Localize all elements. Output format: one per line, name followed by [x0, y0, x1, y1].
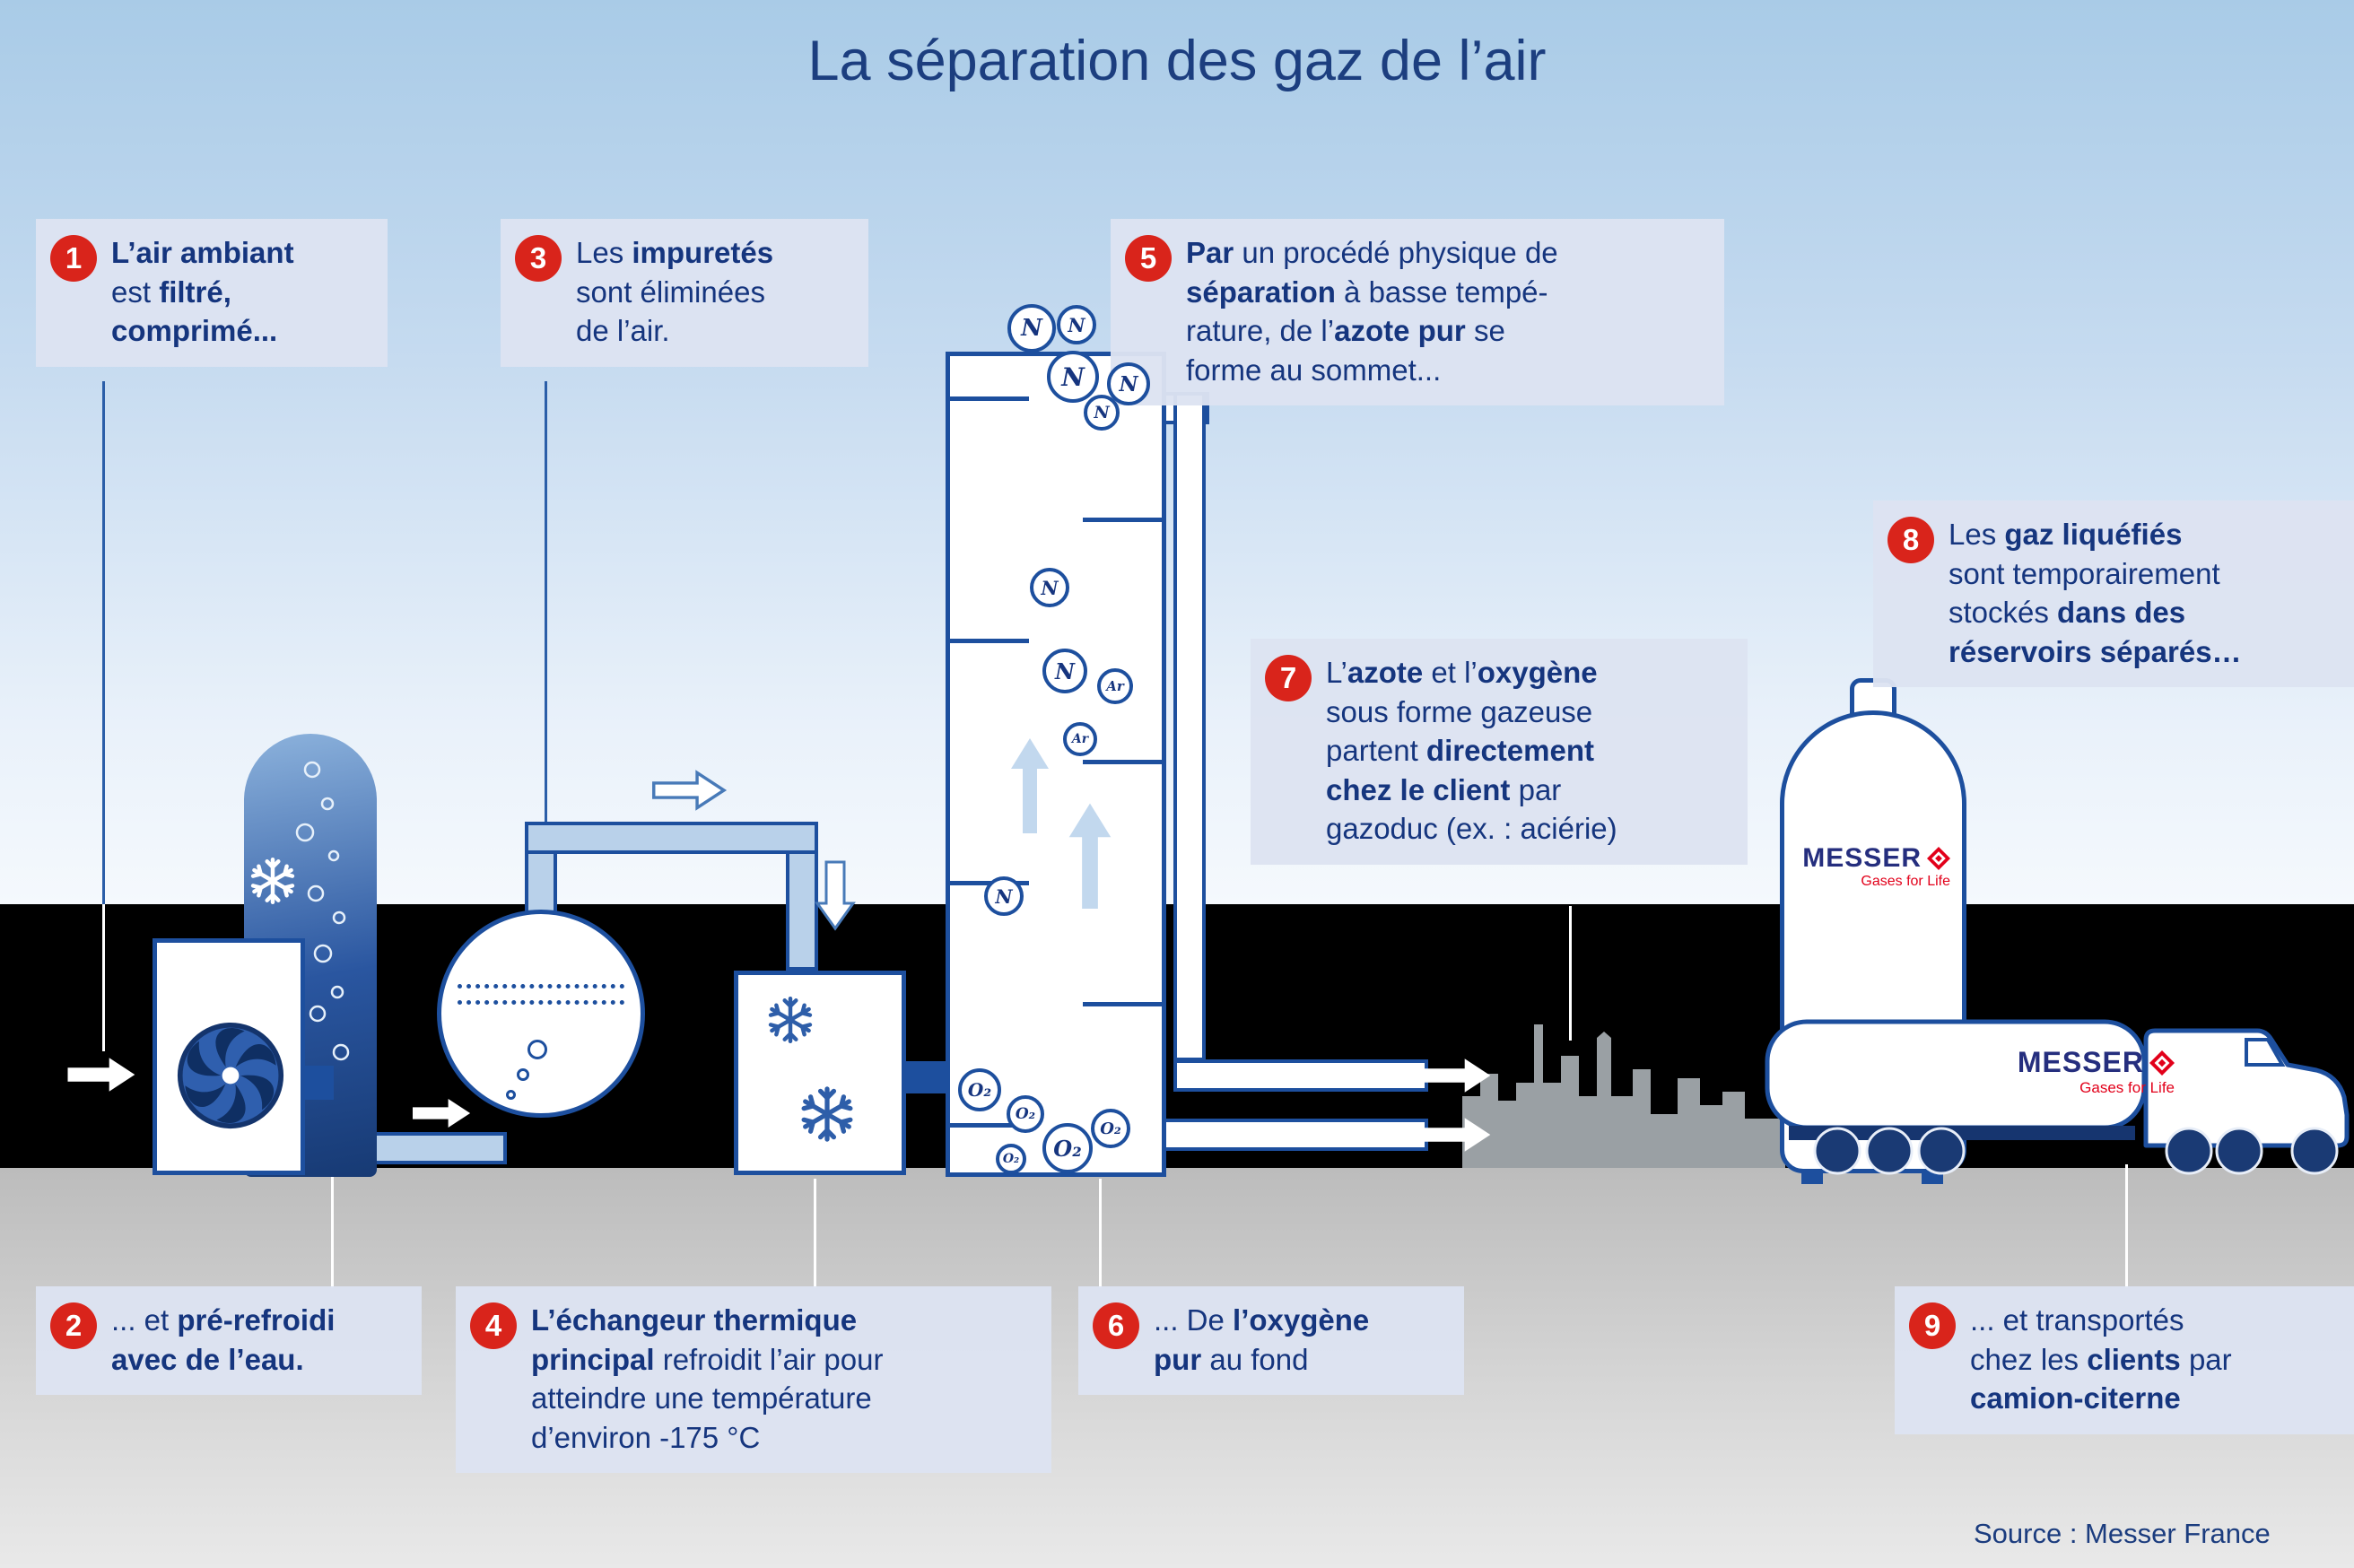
sieve-dots — [458, 1000, 624, 1005]
step-box-5: 5 Par un procédé physique de séparation … — [1111, 219, 1724, 406]
distillation-column — [946, 352, 1166, 1177]
step-text: ... et transportés chez les clients par … — [1970, 1303, 2232, 1416]
tank-leg — [1922, 1172, 1943, 1184]
bubble — [527, 1040, 547, 1059]
step-text: L’azote et l’oxygène sous forme gazeuse … — [1326, 656, 1617, 846]
tray — [950, 396, 1029, 401]
step-text: Les gaz liquéfiés sont temporairement st… — [1949, 518, 2242, 668]
step-number: 3 — [515, 235, 562, 282]
heat-exchanger — [734, 971, 906, 1175]
step-number: 4 — [470, 1302, 517, 1349]
bubble — [506, 1090, 516, 1100]
step-box-4: 4 L’échangeur thermique principal refroi… — [456, 1286, 1051, 1474]
connector-step2 — [331, 1155, 334, 1288]
step-box-9: 9 ... et transportés chez les clients pa… — [1895, 1286, 2354, 1434]
step-text: Les impuretés sont éliminées de l’air. — [576, 236, 774, 348]
step-text: ... De l’oxygène pur au fond — [1154, 1303, 1370, 1376]
step-text: ... et pré-refroidi avec de l’eau. — [111, 1303, 336, 1376]
messer-diamond-icon — [2149, 1050, 2175, 1076]
arrow-right-icon — [1423, 1058, 1491, 1093]
city-skyline — [1462, 1024, 1785, 1168]
connector-step1 — [102, 381, 105, 904]
fan-icon — [177, 1022, 284, 1129]
pipe-nitrogen-down — [1173, 392, 1206, 1061]
pipe-oxygen-out — [1163, 1119, 1428, 1151]
pipe-column-to-sphere — [366, 1132, 507, 1164]
pipe-nitrogen-out — [1173, 1059, 1428, 1092]
step-text: L’échangeur thermique principal refroidi… — [531, 1303, 884, 1454]
arrow-right-icon — [413, 1098, 471, 1128]
step-number: 9 — [1909, 1302, 1956, 1349]
bubble — [517, 1068, 529, 1081]
tray — [950, 1123, 1029, 1128]
brand-name: MESSER — [2017, 1046, 2144, 1078]
stub-exchanger-column — [904, 1061, 947, 1093]
step-number: 1 — [50, 235, 97, 282]
arrow-right-icon — [652, 770, 728, 811]
step-number: 2 — [50, 1302, 97, 1349]
connector-step7 — [1569, 906, 1572, 1041]
connector-step3 — [545, 381, 547, 823]
step-box-2: 2 ... et pré-refroidi avec de l’eau. — [36, 1286, 422, 1396]
page-title: La séparation des gaz de l’air — [807, 30, 1547, 92]
step-box-1: 1 L’air ambiant est filtré, comprimé... — [36, 219, 388, 367]
arrow-right-icon — [67, 1058, 135, 1092]
molecule-n: N — [1107, 362, 1150, 405]
arrow-right-icon — [1423, 1118, 1491, 1152]
brand-tagline: Gases for Life — [1861, 874, 1950, 889]
step-text: Par un procédé physique de séparation à … — [1186, 236, 1558, 387]
pipe-down-to-exchanger — [786, 850, 818, 971]
molecule-n: N — [984, 876, 1024, 916]
molecule-o2: O₂ — [1042, 1123, 1093, 1173]
brand-tagline: Gases for Life — [2079, 1079, 2175, 1096]
snowflake-icon — [248, 856, 298, 906]
connector-step1-dark — [102, 904, 105, 1051]
molecule-o2: O₂ — [996, 1144, 1026, 1174]
molecule-n: N — [1057, 305, 1096, 344]
step-box-7: 7 L’azote et l’oxygène sous forme gazeus… — [1251, 639, 1748, 865]
molecule-n: N — [1042, 649, 1087, 693]
arrow-up-icon — [1011, 738, 1049, 833]
step-number: 8 — [1888, 517, 1934, 563]
messer-diamond-icon — [1927, 847, 1950, 870]
molecule-o2: O₂ — [1007, 1095, 1044, 1133]
molecule-ar: Ar — [1097, 668, 1133, 704]
arrow-down-icon — [815, 860, 856, 931]
step-number: 6 — [1093, 1302, 1139, 1349]
step-number: 5 — [1125, 235, 1172, 282]
molecule-n: N — [1030, 568, 1069, 607]
tray — [1083, 760, 1162, 764]
purifier-sphere — [437, 910, 645, 1118]
step-box-6: 6 ... De l’oxygène pur au fond — [1078, 1286, 1464, 1396]
connector-step9 — [2125, 1164, 2128, 1288]
tray — [1083, 518, 1162, 522]
messer-logo-tank: MESSER Gases for Life — [1796, 843, 1950, 890]
tray — [1083, 1002, 1162, 1006]
stub-compressor-column — [303, 1066, 334, 1100]
messer-logo-truck: MESSER Gases for Life — [2017, 1046, 2175, 1097]
step-number: 7 — [1265, 655, 1312, 701]
source-credit: Source : Messer France — [1974, 1518, 2271, 1549]
molecule-n: N — [1084, 395, 1120, 431]
molecule-n: N — [1047, 351, 1099, 403]
tanker-truck — [1765, 1019, 2350, 1175]
tray — [950, 639, 1029, 643]
step-box-8: 8 Les gaz liquéfiés sont temporairement … — [1873, 501, 2354, 688]
tank-leg — [1801, 1172, 1823, 1184]
connector-step6 — [1099, 1179, 1102, 1288]
compressor — [153, 938, 305, 1175]
sieve-dots — [458, 984, 624, 989]
pipe-horizontal — [525, 822, 818, 854]
snowflake-icon — [798, 1085, 857, 1144]
connector-step4 — [814, 1179, 816, 1288]
molecule-o2: O₂ — [1091, 1109, 1130, 1148]
brand-name: MESSER — [1802, 843, 1922, 873]
step-box-3: 3 Les impuretés sont éliminées de l’air. — [501, 219, 868, 367]
molecule-o2: O₂ — [958, 1068, 1001, 1111]
snowflake-icon — [765, 995, 815, 1045]
arrow-up-icon — [1068, 803, 1112, 909]
step-text: L’air ambiant est filtré, comprimé... — [111, 236, 294, 348]
molecule-ar: Ar — [1063, 722, 1097, 756]
molecule-n: N — [1007, 304, 1056, 353]
